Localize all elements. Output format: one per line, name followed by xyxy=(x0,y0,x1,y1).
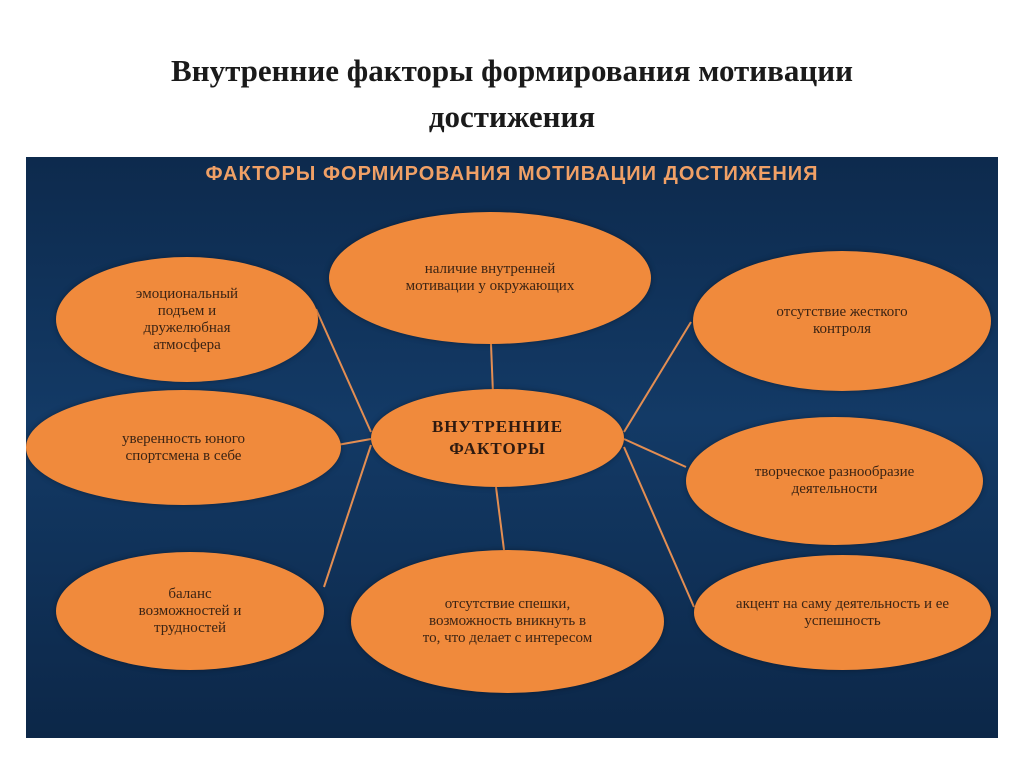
node-activity-focus-text: акцент на саму деятельность и ее успешно… xyxy=(735,595,950,629)
node-no-haste: отсутствие спешки, возможность вникнуть … xyxy=(351,550,664,693)
node-internal-motivation-text: наличие внутренней мотивации у окружающи… xyxy=(405,261,575,294)
node-balance: баланс возможностей и трудностей xyxy=(56,552,324,670)
node-internal-motivation: наличие внутренней мотивации у окружающи… xyxy=(329,212,651,344)
node-no-strict-control-text: отсутствие жесткого контроля xyxy=(776,304,908,337)
diagram-heading: ФАКТОРЫ ФОРМИРОВАНИЯ МОТИВАЦИИ ДОСТИЖЕНИ… xyxy=(205,163,819,185)
node-internal-factors-text: ВНУТРЕННИЕ ФАКТОРЫ xyxy=(431,417,564,458)
node-balance-text: баланс возможностей и трудностей xyxy=(138,585,242,636)
connector-activity-focus xyxy=(623,446,695,608)
node-confidence: уверенность юного спортсмена в себе xyxy=(26,390,341,505)
connector-balance xyxy=(323,444,372,588)
slide-title-line-1: Внутренние факторы формирования мотиваци… xyxy=(171,53,853,88)
node-activity-focus: акцент на саму деятельность и ее успешно… xyxy=(694,555,991,670)
node-confidence-text: уверенность юного спортсмена в себе xyxy=(121,430,246,464)
node-emotional: эмоциональный подъем и дружелюбная атмос… xyxy=(56,257,318,382)
slide-title-line-2: достижения xyxy=(428,99,596,134)
node-creative-variety: творческое разнообразие деятельности xyxy=(686,417,983,545)
connector-creative-variety xyxy=(623,438,687,468)
diagram-panel: ФАКТОРЫ ФОРМИРОВАНИЯ МОТИВАЦИИ ДОСТИЖЕНИ… xyxy=(26,157,998,738)
node-no-strict-control: отсутствие жесткого контроля xyxy=(693,251,991,391)
node-no-haste-text: отсутствие спешки, возможность вникнуть … xyxy=(422,596,593,646)
node-creative-variety-text: творческое разнообразие деятельности xyxy=(754,464,915,497)
connector-no-strict-control xyxy=(623,321,692,433)
slide-title: Внутренние факторы формирования мотиваци… xyxy=(0,48,1024,140)
connector-internal-motivation xyxy=(490,343,494,395)
connector-lines xyxy=(315,308,695,608)
connector-no-haste xyxy=(495,486,505,551)
connector-emotional xyxy=(315,308,372,433)
node-internal-factors: ВНУТРЕННИЕ ФАКТОРЫ xyxy=(371,389,624,487)
node-emotional-text: эмоциональный подъем и дружелюбная атмос… xyxy=(135,285,239,353)
